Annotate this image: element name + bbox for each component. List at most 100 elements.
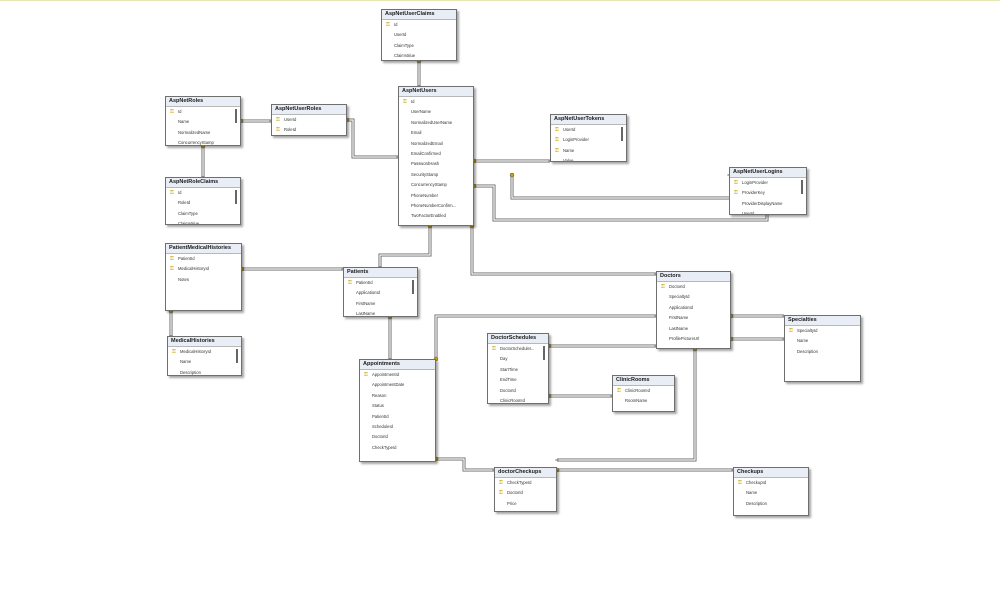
column-row[interactable]: ⚿CheckTypeId [495, 478, 556, 488]
column-row[interactable]: ConcurrencyStamp [399, 180, 473, 190]
column-row[interactable]: RoomName [613, 396, 674, 406]
table-title[interactable]: ClinicRooms [613, 376, 674, 386]
column-row[interactable]: ClaimType [166, 209, 240, 219]
column-row[interactable]: ⚿CheckupId [734, 478, 808, 488]
table-aspnetuserroles[interactable]: AspNetUserRoles⚿UserId⚿RoleId [271, 104, 347, 136]
table-title[interactable]: AspNetUserClaims [382, 10, 456, 20]
table-title[interactable]: Doctors [657, 272, 730, 282]
column-row[interactable]: ⚿LoginProvider [551, 135, 626, 145]
column-row[interactable]: Status [360, 401, 435, 411]
column-row[interactable]: AppointmentDate [360, 380, 435, 390]
column-row[interactable]: NormalizedUserName [399, 118, 473, 128]
column-row[interactable]: ⚿Id [166, 188, 240, 198]
column-row[interactable]: ApplicationId [344, 288, 417, 298]
column-row[interactable]: ⚿PatientId [344, 278, 417, 288]
column-row[interactable]: ClaimValue [166, 219, 240, 224]
column-row[interactable]: ConcurrencyStamp [166, 138, 240, 145]
column-row[interactable]: EndTime [488, 375, 548, 385]
column-row[interactable]: ⚿UserId [272, 115, 346, 125]
table-title[interactable]: Patients [344, 268, 417, 278]
column-row[interactable]: UserName [399, 107, 473, 117]
table-title[interactable]: PatientMedicalHistories [166, 244, 241, 254]
column-row[interactable]: Value [551, 156, 626, 161]
table-title[interactable]: AspNetUsers [399, 87, 473, 97]
scrollbar-thumb[interactable] [412, 280, 414, 294]
column-row[interactable]: Price [495, 499, 556, 509]
column-row[interactable]: Notes [166, 275, 241, 285]
table-title[interactable]: AspNetRoles [166, 97, 240, 107]
column-row[interactable]: ⚿SpecialtyId [785, 326, 860, 336]
column-row[interactable]: ⚿Id [399, 97, 473, 107]
column-row[interactable]: PhoneNumberConfirm... [399, 201, 473, 211]
table-title[interactable]: AspNetUserTokens [551, 115, 626, 125]
column-row[interactable]: DoctorId [488, 386, 548, 396]
column-row[interactable]: ⚿Id [382, 20, 456, 30]
column-row[interactable]: NormalizedEmail [399, 139, 473, 149]
column-row[interactable]: CheckTypeId [360, 443, 435, 453]
column-row[interactable]: ⚿UserId [551, 125, 626, 135]
scrollbar-thumb[interactable] [235, 190, 237, 204]
column-row[interactable]: ClinicRoomId [488, 396, 548, 403]
column-row[interactable]: ⚿DoctorScheduleI... [488, 344, 548, 354]
column-row[interactable]: ⚿LoginProvider [730, 178, 806, 188]
column-row[interactable]: Day [488, 354, 548, 364]
scrollbar-thumb[interactable] [621, 127, 623, 141]
column-row[interactable]: SpecialtyId [657, 292, 730, 302]
column-row[interactable]: ⚿DoctorId [495, 488, 556, 498]
column-row[interactable]: Description [734, 499, 808, 509]
column-row[interactable]: ⚿ClinicRoomId [613, 386, 674, 396]
column-row[interactable]: PasswordHash [399, 159, 473, 169]
column-row[interactable]: Name [168, 357, 241, 367]
column-row[interactable]: FirstName [657, 313, 730, 323]
column-row[interactable]: LastName [344, 309, 417, 316]
table-title[interactable]: Checkups [734, 468, 808, 478]
table-title[interactable]: doctorCheckups [495, 468, 556, 478]
column-row[interactable]: ProviderDisplayName [730, 199, 806, 209]
column-row[interactable]: Reason [360, 391, 435, 401]
column-row[interactable]: Name [166, 117, 240, 127]
column-row[interactable]: LastName [657, 324, 730, 334]
scrollbar-thumb[interactable] [543, 346, 545, 360]
column-row[interactable]: Name [734, 488, 808, 498]
column-row[interactable]: Description [168, 368, 241, 375]
column-row[interactable]: PhoneNumber [399, 191, 473, 201]
column-row[interactable]: ⚿ProviderKey [730, 188, 806, 198]
column-row[interactable]: UserId [382, 30, 456, 40]
column-row[interactable]: PatientId [360, 412, 435, 422]
column-row[interactable]: ⚿RoleId [272, 125, 346, 135]
column-row[interactable]: DoctorId [360, 432, 435, 442]
column-row[interactable]: ⚿DoctorId [657, 282, 730, 292]
column-row[interactable]: FirstName [344, 299, 417, 309]
table-title[interactable]: MedicalHistories [168, 337, 241, 347]
column-row[interactable]: ScheduleId [360, 422, 435, 432]
table-title[interactable]: Specialties [785, 316, 860, 326]
column-row[interactable]: ⚿Id [166, 107, 240, 117]
table-title[interactable]: AspNetUserLogins [730, 168, 806, 178]
column-row[interactable]: ⚿MedicalHistoryId [168, 347, 241, 357]
column-row[interactable]: Email [399, 128, 473, 138]
table-title[interactable]: AspNetRoleClaims [166, 178, 240, 188]
column-row[interactable]: ⚿MedicalHistoryId [166, 264, 241, 274]
column-row[interactable]: ⚿Name [551, 146, 626, 156]
column-row[interactable]: ⚿AppointmentId [360, 370, 435, 380]
column-row[interactable]: Name [785, 336, 860, 346]
column-row[interactable]: ProfilePictureUrl [657, 334, 730, 344]
column-row[interactable]: UserId [730, 209, 806, 214]
table-title[interactable]: AspNetUserRoles [272, 105, 346, 115]
column-row[interactable]: ⚿PatientId [166, 254, 241, 264]
column-row[interactable]: StartTime [488, 365, 548, 375]
column-row[interactable]: RoleId [166, 198, 240, 208]
table-title[interactable]: DoctorSchedules [488, 334, 548, 344]
